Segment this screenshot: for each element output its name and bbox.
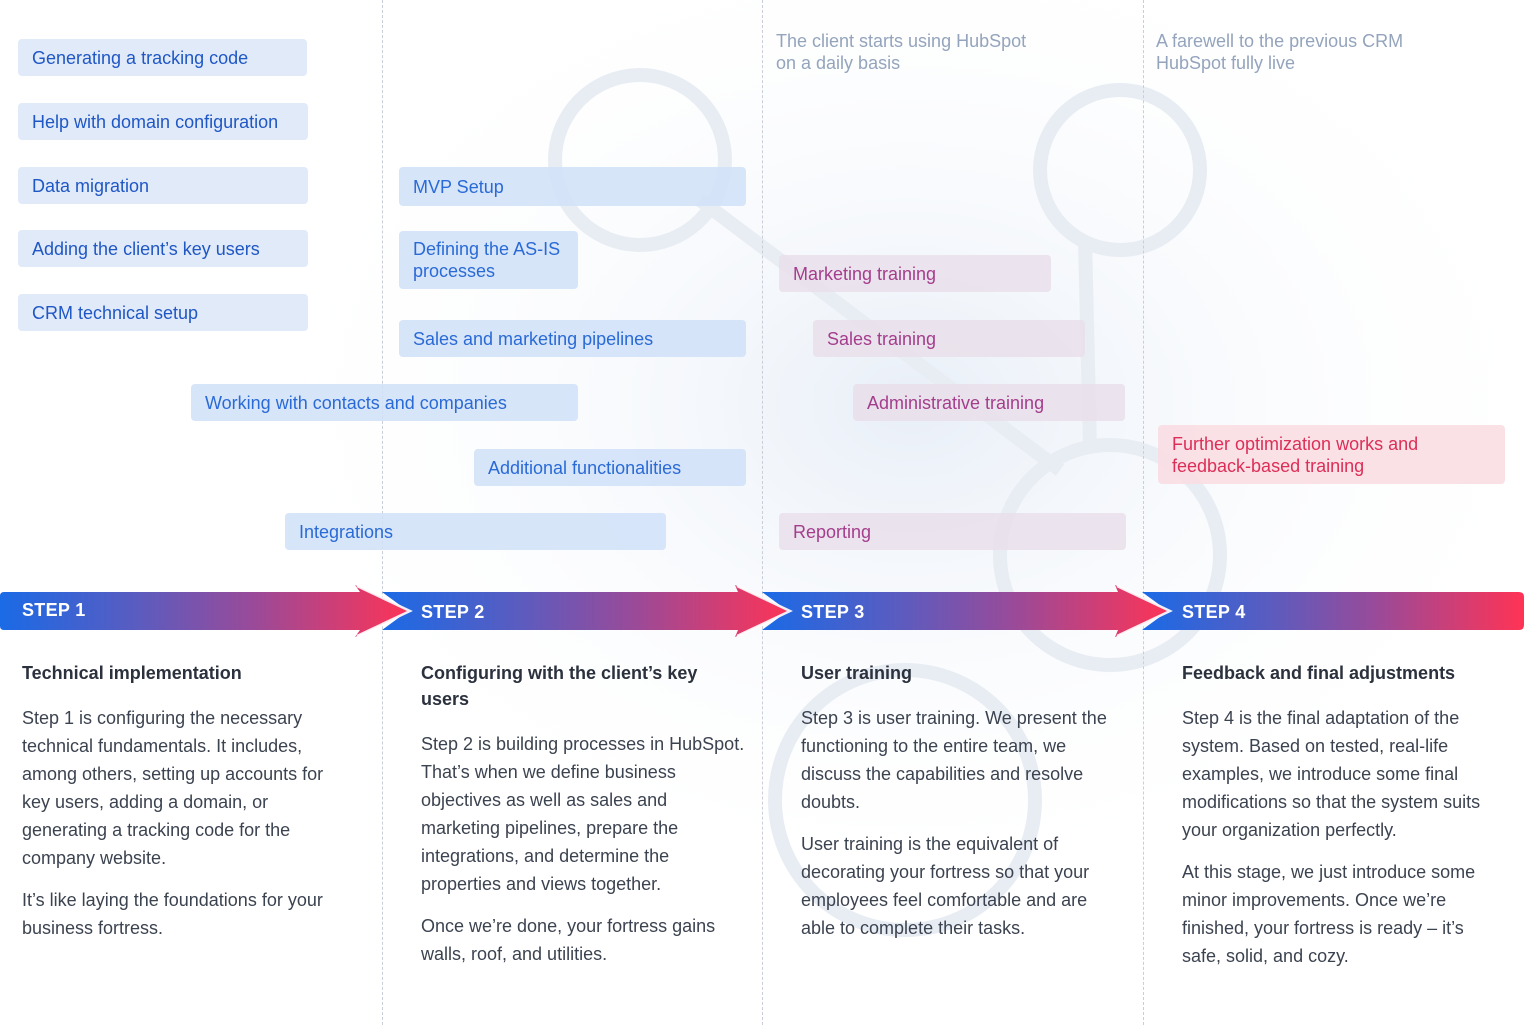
step-4-paragraph: At this stage, we just introduce some mi… [1182, 862, 1476, 966]
column-divider [1143, 0, 1144, 1025]
task-pipelines: Sales and marketing pipelines [399, 320, 746, 357]
step-4-title: Feedback and final adjustments [1182, 663, 1456, 683]
step-1-paragraph: Step 1 is configuring the necessary tech… [22, 708, 324, 868]
timeline-segment-1 [0, 585, 412, 637]
step-1-label: STEP 1 [22, 600, 86, 620]
step-1-description: Technical implementation Step 1 is confi… [22, 660, 347, 956]
task-administrative-training: Administrative training [853, 384, 1125, 421]
step-3-description: User training Step 3 is user training. W… [801, 660, 1116, 956]
step-3-title: User training [801, 663, 913, 683]
step-4-label: STEP 4 [1182, 602, 1246, 622]
timeline-segment-4 [1142, 592, 1524, 630]
task-crm-setup: CRM technical setup [18, 294, 308, 331]
column-divider [382, 0, 383, 1025]
task-domain-config: Help with domain configuration [18, 103, 308, 140]
step-1-title: Technical implementation [22, 663, 242, 683]
step3-milestone-note: The client starts using HubSpot on a dai… [776, 31, 1027, 73]
step-3-paragraph: Step 3 is user training. We present the … [801, 708, 1107, 812]
task-contacts-companies: Working with contacts and companies [191, 384, 578, 421]
step4-milestone-note: A farewell to the previous CRM HubSpot f… [1156, 31, 1404, 73]
timeline-segment-3 [762, 585, 1172, 637]
task-marketing-training: Marketing training [779, 255, 1051, 292]
step-4-description: Feedback and final adjustments Step 4 is… [1182, 660, 1497, 984]
timeline-segment-2 [382, 585, 792, 637]
step-2-paragraph: Step 2 is building processes in HubSpot.… [421, 734, 745, 894]
task-integrations: Integrations [285, 513, 666, 550]
task-data-migration: Data migration [18, 167, 308, 204]
task-reporting: Reporting [779, 513, 1126, 550]
step-3-label: STEP 3 [801, 602, 865, 622]
task-mvp-setup: MVP Setup [399, 167, 746, 206]
task-additional-functionalities: Additional functionalities [474, 449, 746, 486]
step-2-paragraph: Once we’re done, your fortress gains wal… [421, 916, 716, 964]
task-sales-training: Sales training [813, 320, 1085, 357]
timeline-arrow [0, 584, 1524, 638]
step-4-paragraph: Step 4 is the final adaptation of the sy… [1182, 708, 1481, 840]
step-2-description: Configuring with the client’s key users … [421, 660, 746, 982]
step-2-title: Configuring with the client’s key users [421, 663, 698, 709]
task-key-users: Adding the client’s key users [18, 230, 308, 267]
step-1-paragraph: It’s like laying the foundations for you… [22, 890, 323, 938]
step-2-label: STEP 2 [421, 602, 485, 622]
task-tracking-code: Generating a tracking code [18, 39, 307, 76]
step-3-paragraph: User training is the equivalent of decor… [801, 834, 1090, 938]
column-divider [762, 0, 763, 1025]
